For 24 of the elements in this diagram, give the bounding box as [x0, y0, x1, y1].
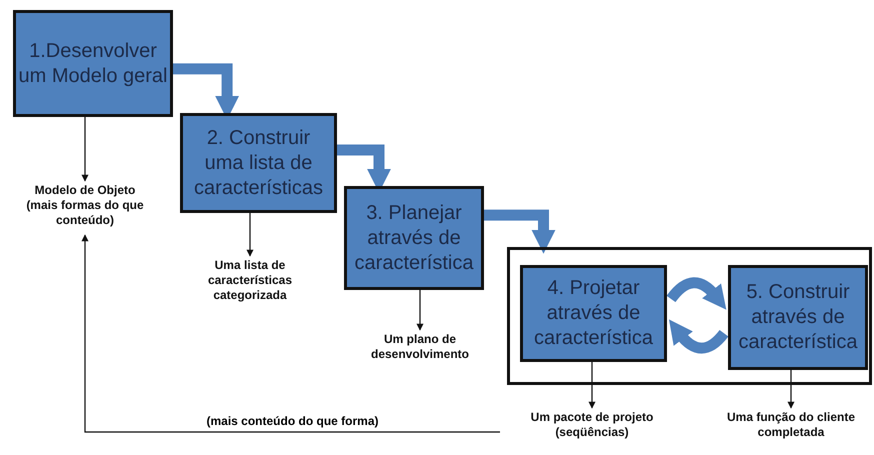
arrow: [246, 213, 254, 257]
arrow: [788, 370, 794, 409]
step-title: 2. Construir uma lista de características: [193, 126, 324, 200]
process-box: [728, 265, 868, 370]
step-title: 4. Projetar através de característica: [533, 276, 654, 351]
arrow: [82, 117, 88, 182]
block-arrow: [666, 277, 727, 310]
group-frame: [507, 247, 872, 385]
process-box: [520, 265, 667, 362]
step-title: 3. Planejar através de característica: [354, 200, 474, 276]
arrow: [588, 362, 596, 409]
step-title: 5. Construir através de característica: [738, 280, 858, 355]
output-text: Um plano de desenvolvimento: [370, 332, 470, 362]
arrow: [416, 290, 424, 331]
output-text: Uma função do cliente completada: [726, 410, 856, 440]
arrow: [82, 234, 500, 433]
process-box: [344, 186, 484, 290]
process-box: [180, 113, 337, 213]
step-title: 1.Desenvolver um Modelo geral: [18, 38, 168, 88]
output-text: Modelo de Objeto (mais formas do que conteúdo): [25, 183, 145, 228]
process-box: [13, 10, 173, 117]
output-text: Uma lista de características categorizada: [206, 258, 294, 303]
output-text: Um pacote de projeto (seqüências): [530, 410, 654, 440]
block-arrow: [484, 210, 556, 254]
